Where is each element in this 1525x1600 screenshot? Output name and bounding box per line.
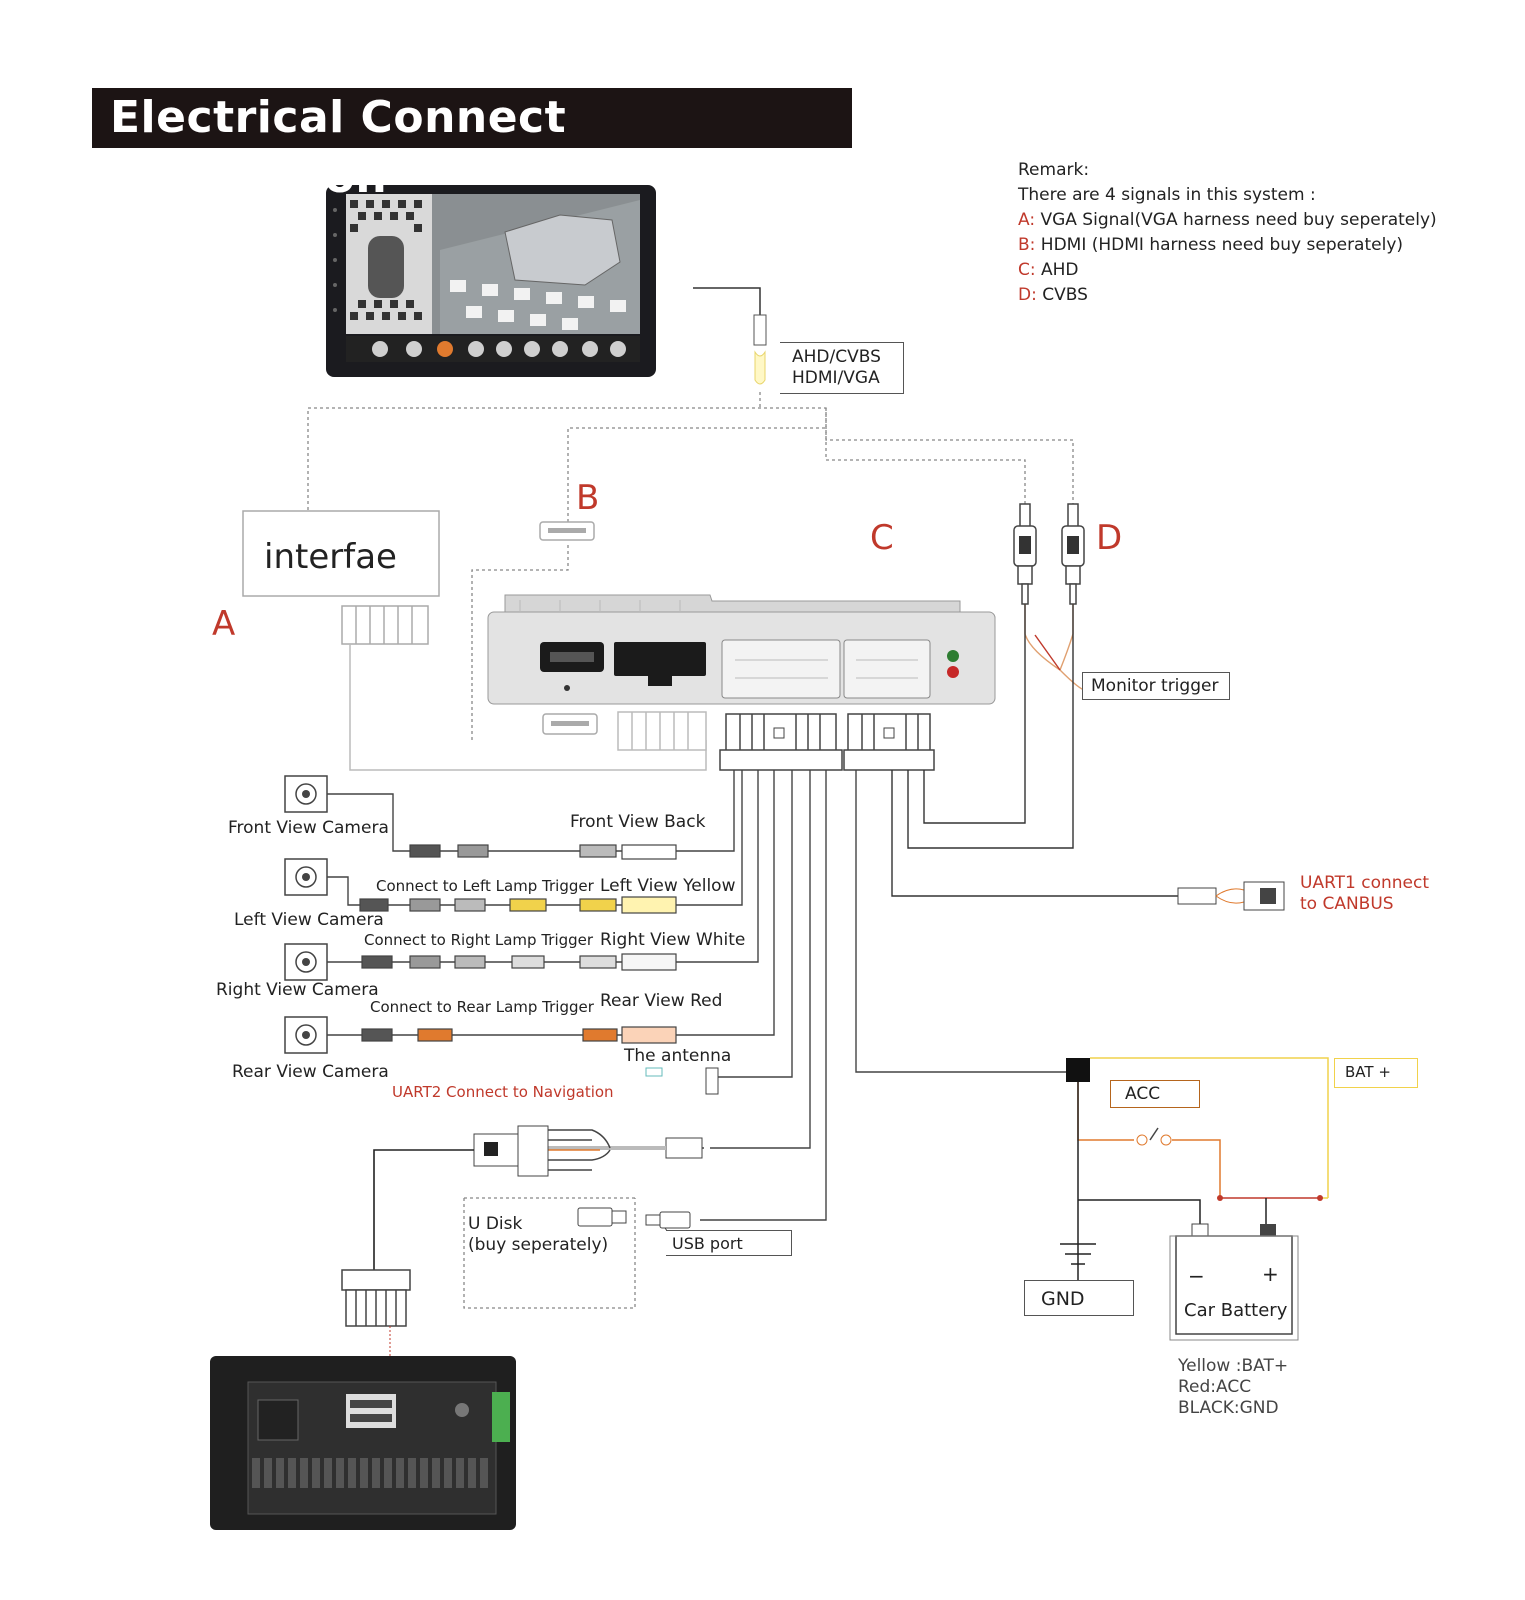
remark-intro: There are 4 signals in this system : [1018,185,1316,205]
signal-key: D: [1018,285,1037,305]
signal-letter-b: B [576,478,600,518]
remark-signal-d: D: CVBS [1018,283,1437,308]
rear-lamp-trigger-label: Connect to Rear Lamp Trigger [370,998,594,1016]
left-lamp-trigger-label: Connect to Left Lamp Trigger [376,877,594,895]
left-camera-label: Left View Camera [234,910,384,930]
remark-block: Remark: There are 4 signals in this syst… [1018,158,1437,308]
control-box [487,594,996,705]
page-title: Electrical Connect Instruction [92,88,852,203]
remark-heading: Remark: [1018,160,1090,180]
remark-signal-b: B: HDMI (HDMI harness need buy seperatel… [1018,233,1437,258]
udisk-label: U Disk (buy seperately) [468,1214,608,1256]
battery-plus: + [1262,1262,1279,1286]
uart1-label: UART1 connect to CANBUS [1300,873,1429,915]
car-battery-label: Car Battery [1184,1300,1288,1321]
signal-text: HDMI (HDMI harness need buy seperately) [1040,235,1404,255]
right-view-white-label: Right View White [600,930,746,950]
head-unit-rear [210,1356,516,1530]
legend-black: BLACK:GND [1178,1398,1279,1418]
battery-minus: − [1188,1264,1205,1288]
remark-signal-c: C: AHD [1018,258,1437,283]
front-view-back-label: Front View Back [570,812,706,832]
signal-letter-d: D [1096,518,1123,558]
antenna-label: The antenna [624,1046,732,1066]
wire-color-legend: Yellow :BAT+ Red:ACC BLACK:GND [1178,1356,1288,1419]
signal-letter-c: C [870,518,894,558]
interface-box-label: interfae [264,537,397,577]
usb-port-label: USB port [666,1230,792,1256]
left-view-yellow-label: Left View Yellow [600,876,736,896]
monitor-connector-label: AHD/CVBS HDMI/VGA [780,342,904,394]
signal-key: B: [1018,235,1036,255]
signal-text: CVBS [1042,285,1088,305]
udisk-line2: (buy seperately) [468,1235,609,1255]
connector-label-line1: AHD/CVBS [792,347,881,367]
gnd-label: GND [1024,1280,1134,1316]
front-camera-label: Front View Camera [228,818,389,838]
right-lamp-trigger-label: Connect to Right Lamp Trigger [364,931,594,949]
legend-yellow: Yellow :BAT+ [1178,1356,1289,1376]
vga-connector [341,605,429,645]
signal-key: A: [1018,210,1036,230]
uart1-line2: to CANBUS [1300,894,1394,914]
signal-text: VGA Signal(VGA harness need buy seperate… [1040,210,1437,230]
uart2-label: UART2 Connect to Navigation [392,1083,614,1101]
uart1-line1: UART1 connect [1300,873,1430,893]
signal-text: AHD [1041,260,1079,280]
acc-label: ACC [1110,1080,1200,1108]
rear-view-red-label: Rear View Red [600,991,723,1011]
remark-signal-a: A: VGA Signal(VGA harness need buy seper… [1018,208,1437,233]
rear-camera-label: Rear View Camera [232,1062,389,1082]
signal-key: C: [1018,260,1036,280]
signal-letter-a: A [212,604,236,644]
bat-plus-label: BAT + [1334,1058,1418,1088]
legend-red: Red:ACC [1178,1377,1252,1397]
connector-label-line2: HDMI/VGA [792,368,880,388]
right-camera-label: Right View Camera [216,980,379,1000]
monitor-trigger-label: Monitor trigger [1082,672,1230,700]
monitor-unit [326,185,656,377]
udisk-line1: U Disk [468,1214,523,1234]
